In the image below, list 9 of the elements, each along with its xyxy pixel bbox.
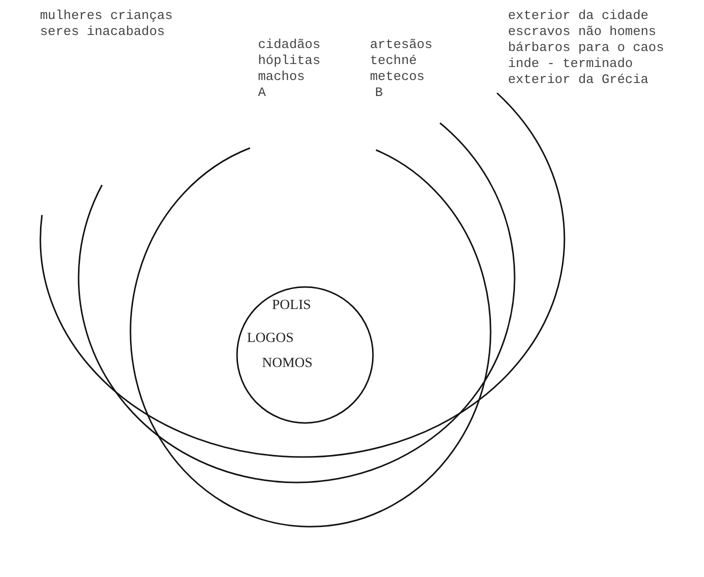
group-label: artesãos techné metecos <box>370 37 434 85</box>
concept-word: LOGOS <box>247 331 295 347</box>
group-label: mulheres crianças seres inacabados <box>40 8 174 40</box>
group-label: cidadãos hóplitas machos <box>258 37 322 85</box>
concept-word: NOMOS <box>262 356 314 372</box>
group-label: exterior da cidade escravos não homens bárbaros para o caos inde - terminado exterior da Grécia <box>508 8 666 88</box>
ring-letter: A <box>258 85 267 101</box>
ring-letter: B <box>375 85 384 101</box>
concept-word: POLIS <box>272 298 312 314</box>
